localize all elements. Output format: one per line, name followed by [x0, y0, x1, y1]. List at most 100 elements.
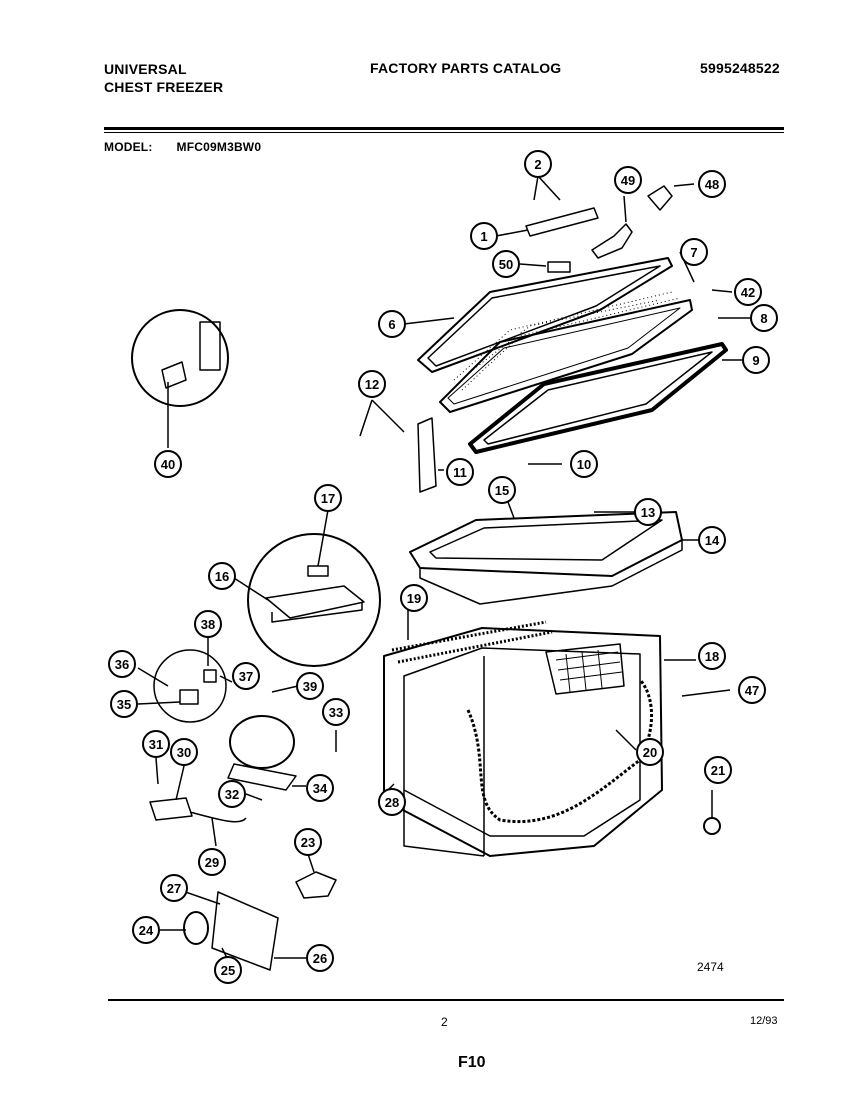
callout-label: 30: [177, 745, 191, 760]
callout-circle: [470, 222, 498, 250]
callout-9: 9: [742, 346, 770, 374]
callout-31: 31: [142, 730, 170, 758]
callout-30: 30: [170, 738, 198, 766]
callout-circle: [698, 526, 726, 554]
lid-frame: [417, 257, 673, 373]
callout-17: 17: [314, 484, 342, 512]
callout-circle: [198, 848, 226, 876]
callout-label: 25: [221, 963, 235, 978]
callout-label: 20: [643, 745, 657, 760]
callout-circle: [634, 498, 662, 526]
callout-24: 24: [132, 916, 160, 944]
callout-2: 2: [524, 150, 552, 178]
callout-label: 33: [329, 705, 343, 720]
callout-35: 35: [110, 690, 138, 718]
callout-label: 38: [201, 617, 215, 632]
callout-23: 23: [294, 828, 322, 856]
callout-label: 23: [301, 835, 315, 850]
callout-circle: [208, 562, 236, 590]
callout-label: 1: [480, 229, 487, 244]
figure-code: F10: [458, 1054, 486, 1071]
callout-34: 34: [306, 774, 334, 802]
callout-39: 39: [296, 672, 324, 700]
callout-26: 26: [306, 944, 334, 972]
callout-7: 7: [680, 238, 708, 266]
callout-circle: [492, 250, 520, 278]
callout-label: 6: [388, 317, 395, 332]
footer-rule: [108, 999, 784, 1001]
callout-33: 33: [322, 698, 350, 726]
callout-circle: [742, 346, 770, 374]
callout-circle: [132, 916, 160, 944]
callout-circle: [160, 874, 188, 902]
callout-11: 11: [446, 458, 474, 486]
callout-circle: [750, 304, 778, 332]
callout-25: 25: [214, 956, 242, 984]
callout-label: 16: [215, 569, 229, 584]
page-number: 2: [441, 1015, 448, 1029]
lid-liner: [439, 299, 693, 413]
condenser-coil: [391, 620, 553, 664]
callout-circle: [322, 698, 350, 726]
callout-circle: [738, 676, 766, 704]
callout-circle: [698, 642, 726, 670]
callout-circle: [614, 166, 642, 194]
callout-6: 6: [378, 310, 406, 338]
callout-8: 8: [750, 304, 778, 332]
callout-48: 48: [698, 170, 726, 198]
callout-37: 37: [232, 662, 260, 690]
callout-circle: [194, 610, 222, 638]
callout-label: 8: [760, 311, 767, 326]
brand-block: UNIVERSAL CHEST FREEZER: [104, 60, 223, 96]
callout-circle: [170, 738, 198, 766]
catalog-title: FACTORY PARTS CATALOG: [370, 60, 562, 76]
callout-label: 17: [321, 491, 335, 506]
callout-circle: [488, 476, 516, 504]
callout-42: 42: [734, 278, 762, 306]
callout-circle: [232, 662, 260, 690]
lid-gasket: [468, 342, 728, 454]
callout-label: 21: [711, 763, 725, 778]
callout-16: 16: [208, 562, 236, 590]
callout-18: 18: [698, 642, 726, 670]
detail-inset-16-17: [247, 533, 381, 667]
catalog-date: 12/93: [750, 1015, 778, 1027]
callout-label: 12: [365, 377, 379, 392]
callout-label: 39: [303, 679, 317, 694]
callout-20: 20: [636, 738, 664, 766]
header-rule-thin: [104, 132, 784, 133]
brand-name: UNIVERSAL: [104, 61, 187, 77]
model-label: MODEL:: [104, 140, 153, 154]
callout-10: 10: [570, 450, 598, 478]
callout-50: 50: [492, 250, 520, 278]
callout-14: 14: [698, 526, 726, 554]
callout-label: 9: [752, 353, 759, 368]
compressor: [229, 715, 295, 769]
callout-circle: [734, 278, 762, 306]
product-type: CHEST FREEZER: [104, 79, 224, 95]
callout-label: 15: [495, 483, 509, 498]
callout-circle: [306, 774, 334, 802]
callout-27: 27: [160, 874, 188, 902]
callout-label: 50: [499, 257, 513, 272]
callout-circle: [142, 730, 170, 758]
callout-circle: [294, 828, 322, 856]
callout-32: 32: [218, 780, 246, 808]
callout-label: 18: [705, 649, 719, 664]
callout-circle: [524, 150, 552, 178]
callout-label: 13: [641, 505, 655, 520]
thermostat: [295, 871, 337, 899]
callout-circle: [698, 170, 726, 198]
callout-29: 29: [198, 848, 226, 876]
diagram-number: 2474: [697, 960, 724, 974]
callout-circle: [400, 584, 428, 612]
callout-circle: [704, 756, 732, 784]
callout-47: 47: [738, 676, 766, 704]
callout-circle: [446, 458, 474, 486]
callout-label: 36: [115, 657, 129, 672]
callout-circle: [680, 238, 708, 266]
callout-12: 12: [358, 370, 386, 398]
callout-label: 42: [741, 285, 755, 300]
callout-circle: [296, 672, 324, 700]
detail-inset-relay: [153, 649, 227, 723]
